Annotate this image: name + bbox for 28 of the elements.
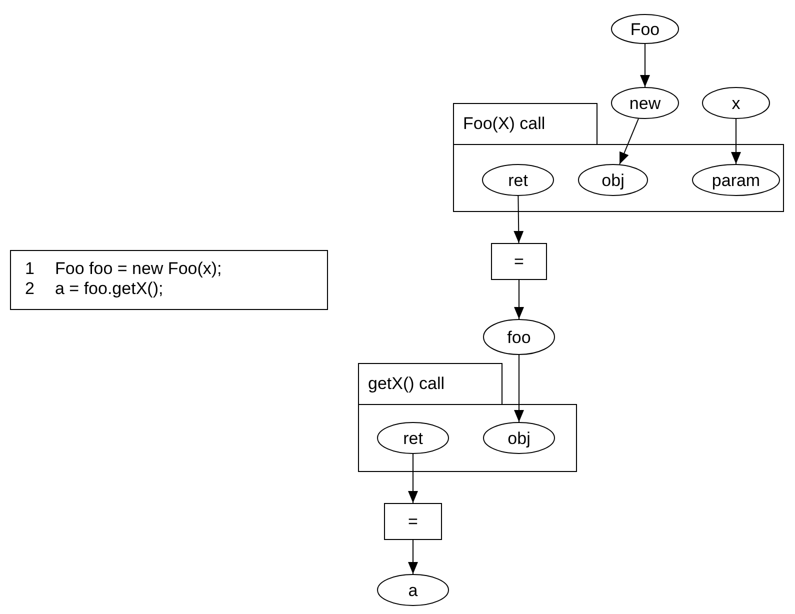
arrow <box>619 118 639 165</box>
code-line: a = foo.getX(); <box>55 280 164 297</box>
ellipse-node: Foo <box>611 14 679 44</box>
frame-heading: getX() call <box>368 374 445 392</box>
ellipse-node: obj <box>483 422 555 454</box>
ellipse-node: foo <box>483 319 555 355</box>
line-number: 1 <box>25 260 34 277</box>
frame-heading: Foo(X) call <box>463 114 546 132</box>
arrow <box>408 454 418 504</box>
operator-box: = <box>491 243 547 280</box>
arrow <box>731 118 741 164</box>
ellipse-node: ret <box>482 164 554 196</box>
call-frame <box>358 363 577 472</box>
ellipse-node: ret <box>377 422 449 454</box>
code-listing <box>10 250 328 310</box>
arrow <box>408 540 418 574</box>
ellipse-node: x <box>702 87 770 119</box>
operator-box: = <box>384 503 442 540</box>
ellipse-node: param <box>692 164 780 196</box>
line-number: 2 <box>25 280 34 297</box>
code-line: Foo foo = new Foo(x); <box>55 260 222 277</box>
arrow <box>514 196 524 244</box>
arrow <box>640 44 650 88</box>
ellipse-node: new <box>611 87 679 119</box>
arrow <box>514 280 524 320</box>
ellipse-node: obj <box>578 164 648 196</box>
arrow <box>514 354 524 422</box>
ellipse-node: a <box>377 574 449 606</box>
